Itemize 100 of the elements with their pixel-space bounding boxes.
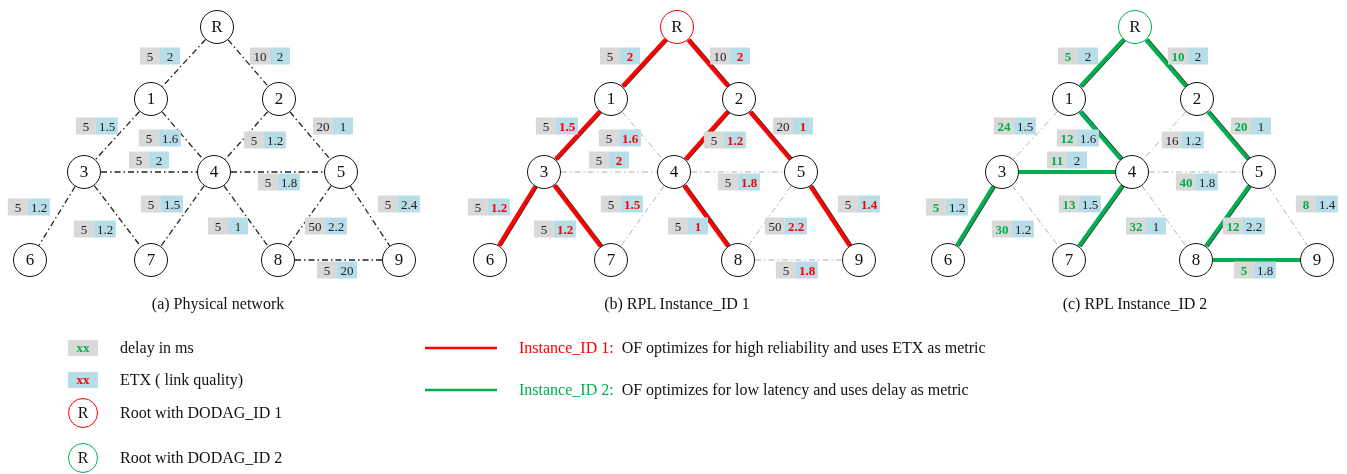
link-line [1013,111,1058,160]
network-node: 4 [197,155,231,189]
network-node: 1 [134,82,168,116]
network-node: 5 [784,155,818,189]
etx-value: 1.2 [1181,131,1205,149]
delay-value: 5 [138,129,159,147]
etx-value: 1.2 [945,198,969,216]
etx-value: 1.2 [487,198,511,216]
etx-value: 1.8 [1195,173,1219,191]
etx-value: 1.2 [553,220,577,238]
etx-value: 1.6 [618,129,642,147]
delay-value: 16 [1161,131,1182,149]
delay-value: 5 [1058,47,1078,65]
route-line [682,184,730,248]
network-node: 9 [1300,243,1334,277]
link-line [230,171,325,173]
etx-value: 2 [620,47,640,65]
route-line [1077,184,1124,248]
etx-value: 2.2 [324,217,348,235]
route-line [1206,110,1250,161]
legend-text: Root with DODAG_ID 1 [120,404,283,422]
etx-value: 1 [228,217,248,235]
network-node: 8 [721,243,755,277]
etx-value: 1.2 [263,131,287,149]
root-node: R [200,10,234,44]
route-line [554,110,601,161]
delay-value: 5 [75,117,96,135]
delay-value: 5 [140,195,161,213]
network-node: 3 [985,155,1019,189]
etx-value: 1.5 [95,117,119,135]
delay-value: 5 [1233,261,1254,279]
route-line [1144,38,1188,88]
etx-value: 2.2 [1242,217,1266,235]
route-line [1078,110,1123,161]
link-line [1142,111,1187,160]
route-line [1204,184,1251,248]
link-line [160,185,205,247]
panel-caption: (c) RPL Instance_ID 2 [1062,295,1208,313]
etx-value: 2.2 [784,217,808,235]
network-node: 1 [594,82,628,116]
link-line [289,111,331,160]
link-line [224,111,269,160]
legend-swatch: xx [68,372,98,388]
link-line [1267,185,1309,247]
route-line [955,185,995,247]
link-line [38,185,76,247]
network-node: 8 [261,243,295,277]
etx-value: 1.5 [1013,117,1037,135]
network-node: 8 [1179,243,1213,277]
etx-value: 1.6 [1076,129,1100,147]
etx-value: 2 [270,47,290,65]
etx-value: 2 [1188,47,1208,65]
network-node: 3 [67,155,101,189]
etx-value: 1 [1146,217,1166,235]
link-line [100,171,198,173]
delay-value: 20 [1231,117,1251,135]
etx-value: 2 [1078,47,1098,65]
link-line [621,111,664,160]
legend-text: delay in ms [120,339,194,357]
delay-value: 5 [243,131,264,149]
delay-value: 50 [764,217,785,235]
route-line [686,38,730,88]
link-line [1148,171,1243,173]
delay-value: 12 [1056,129,1077,147]
delay-value: 5 [775,261,796,279]
link-line [227,39,269,87]
legend-text: ETX ( link quality) [120,371,244,389]
delay-value: 5 [600,195,621,213]
route-line [1079,38,1125,88]
route-line [683,110,730,161]
delay-value: 5 [317,261,337,279]
etx-value: 2.4 [397,195,421,213]
network-node: 6 [13,243,47,277]
delay-value: 13 [1058,195,1079,213]
link-line [754,259,843,261]
delay-value: 5 [140,47,160,65]
delay-value: 8 [1295,195,1316,213]
route-line [808,185,852,247]
delay-value: 5 [668,217,688,235]
network-node: 2 [1180,82,1214,116]
legend-text: Instance_ID 2: OF optimizes for low latency and uses delay as metric [519,381,969,399]
legend-text: Instance_ID 1: OF optimizes for high reliability and uses ETX as metric [519,339,986,357]
link-line [94,110,141,161]
network-node: 7 [1052,243,1086,277]
network-node: 4 [657,155,691,189]
link-line [223,185,269,247]
etx-value: 1 [333,117,353,135]
etx-value: 1.8 [277,173,301,191]
delay-value: 5 [600,47,620,65]
link-line [1141,185,1187,247]
etx-value: 1.2 [1011,220,1035,238]
etx-value: 1.2 [93,220,117,238]
link-line [747,185,792,247]
etx-value: 20 [337,261,357,279]
network-node: 7 [594,243,628,277]
delay-value: 20 [313,117,333,135]
network-node: 9 [842,243,876,277]
delay-value: 12 [1222,217,1243,235]
network-node: 6 [473,243,507,277]
delay-value: 30 [991,220,1012,238]
